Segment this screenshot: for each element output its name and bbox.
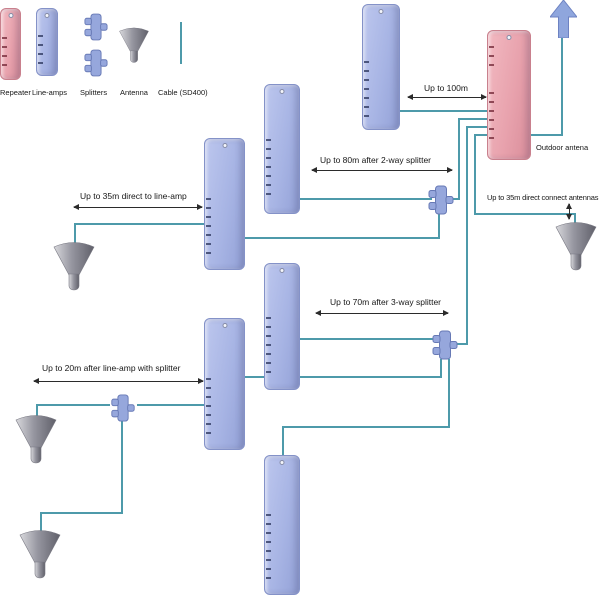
dim-label-100m: Up to 100m (424, 83, 468, 93)
mount-hole (44, 13, 50, 18)
ports (266, 513, 271, 581)
ports (364, 60, 369, 117)
cable-segment (36, 404, 38, 417)
cable-segment (455, 343, 468, 345)
dim-arrow-20m (33, 378, 204, 384)
cable-segment (466, 126, 487, 128)
cable-segment (440, 359, 442, 378)
cable-segment (474, 134, 487, 136)
ports (206, 377, 211, 436)
cable-segment (74, 223, 205, 225)
mount-hole (279, 89, 285, 94)
dim-arrow-70m (315, 310, 449, 316)
outdoor-antenna-arrow-icon (550, 0, 577, 38)
legend-label-splitters: Splitters (80, 88, 108, 97)
cable-segment (531, 134, 563, 136)
ports (489, 46, 494, 66)
dim-arrow-100m (407, 94, 487, 100)
cable-segment (245, 237, 440, 239)
cable-segment (300, 198, 432, 200)
dim-label-80m: Up to 80m after 2-way splitter (320, 155, 432, 165)
splitter-3way-icon (432, 330, 458, 360)
mount-hole (506, 35, 512, 40)
mount-hole (222, 143, 227, 148)
splitter-2way-icon (428, 185, 454, 215)
dim-arrow-35m-lineamp (73, 204, 203, 210)
antenna-right-icon (555, 222, 597, 271)
line-amp-5 (204, 318, 245, 450)
dim-label-70m: Up to 70m after 3-way splitter (330, 297, 442, 307)
mount-hole (279, 460, 285, 465)
splitter-left-icon (111, 394, 135, 422)
cable-segment (282, 426, 450, 428)
cable-segment (450, 198, 460, 200)
cable-segment (74, 223, 76, 244)
ports (266, 316, 271, 377)
legend-label-repeater: Repeater (0, 88, 31, 97)
legend-label-cable: Cable (SD400) (158, 88, 208, 97)
legend-antenna-icon (119, 27, 149, 63)
cable-segment (300, 338, 434, 340)
line-amp-3 (204, 138, 245, 270)
cable-segment (458, 118, 460, 200)
antenna-bottom-left-1-icon (15, 415, 57, 464)
mount-hole (8, 13, 13, 18)
legend-splitter-icon (84, 49, 108, 77)
line-amp-top (362, 4, 400, 130)
cable-segment (121, 421, 123, 514)
legend-cable-icon (180, 22, 182, 64)
dim-label-35m-lineamp: Up to 35m direct to line-amp (80, 191, 187, 201)
mount-hole (222, 323, 227, 328)
cable-segment (448, 359, 450, 428)
cable-segment (561, 36, 563, 136)
cable-segment (466, 126, 468, 345)
cable-segment (282, 426, 284, 457)
dim-label-35m-antennas: Up to 35m direct connect antennas (487, 193, 599, 202)
line-amp-6 (264, 455, 300, 595)
legend-repeater-icon (0, 8, 21, 80)
cable-segment (137, 404, 205, 406)
legend-splitter-icon (84, 13, 108, 41)
dim-arrow-80m (311, 167, 453, 173)
ports (489, 92, 494, 140)
outdoor-antenna-label: Outdoor antena (536, 143, 589, 152)
antenna-left-icon (53, 242, 95, 291)
dim-label-20m: Up to 20m after line-amp with splitter (42, 363, 181, 373)
cable-segment (245, 376, 442, 378)
repeater-unit (487, 30, 531, 160)
legend-label-antenna: Antenna (120, 88, 148, 97)
cable-segment (458, 118, 487, 120)
cable-segment (40, 512, 42, 532)
ports (2, 37, 7, 72)
legend-label-line-amps: Line-amps (32, 88, 68, 97)
dim-arrow-35m-antennas (566, 203, 572, 220)
mount-hole (279, 268, 285, 273)
cable-segment (36, 404, 110, 406)
cable-segment (40, 512, 123, 514)
mount-hole (378, 9, 384, 14)
line-amp-2 (264, 84, 300, 214)
antenna-bottom-left-2-icon (19, 530, 61, 579)
cable-segment (574, 213, 576, 224)
ports (206, 197, 211, 256)
line-amp-4 (264, 263, 300, 390)
cable-segment (400, 110, 487, 112)
ports (38, 35, 43, 69)
cable-segment (474, 213, 576, 215)
legend-lineamp-icon (36, 8, 58, 76)
cable-segment (474, 134, 476, 215)
ports (266, 138, 271, 201)
cable-segment (438, 214, 440, 239)
